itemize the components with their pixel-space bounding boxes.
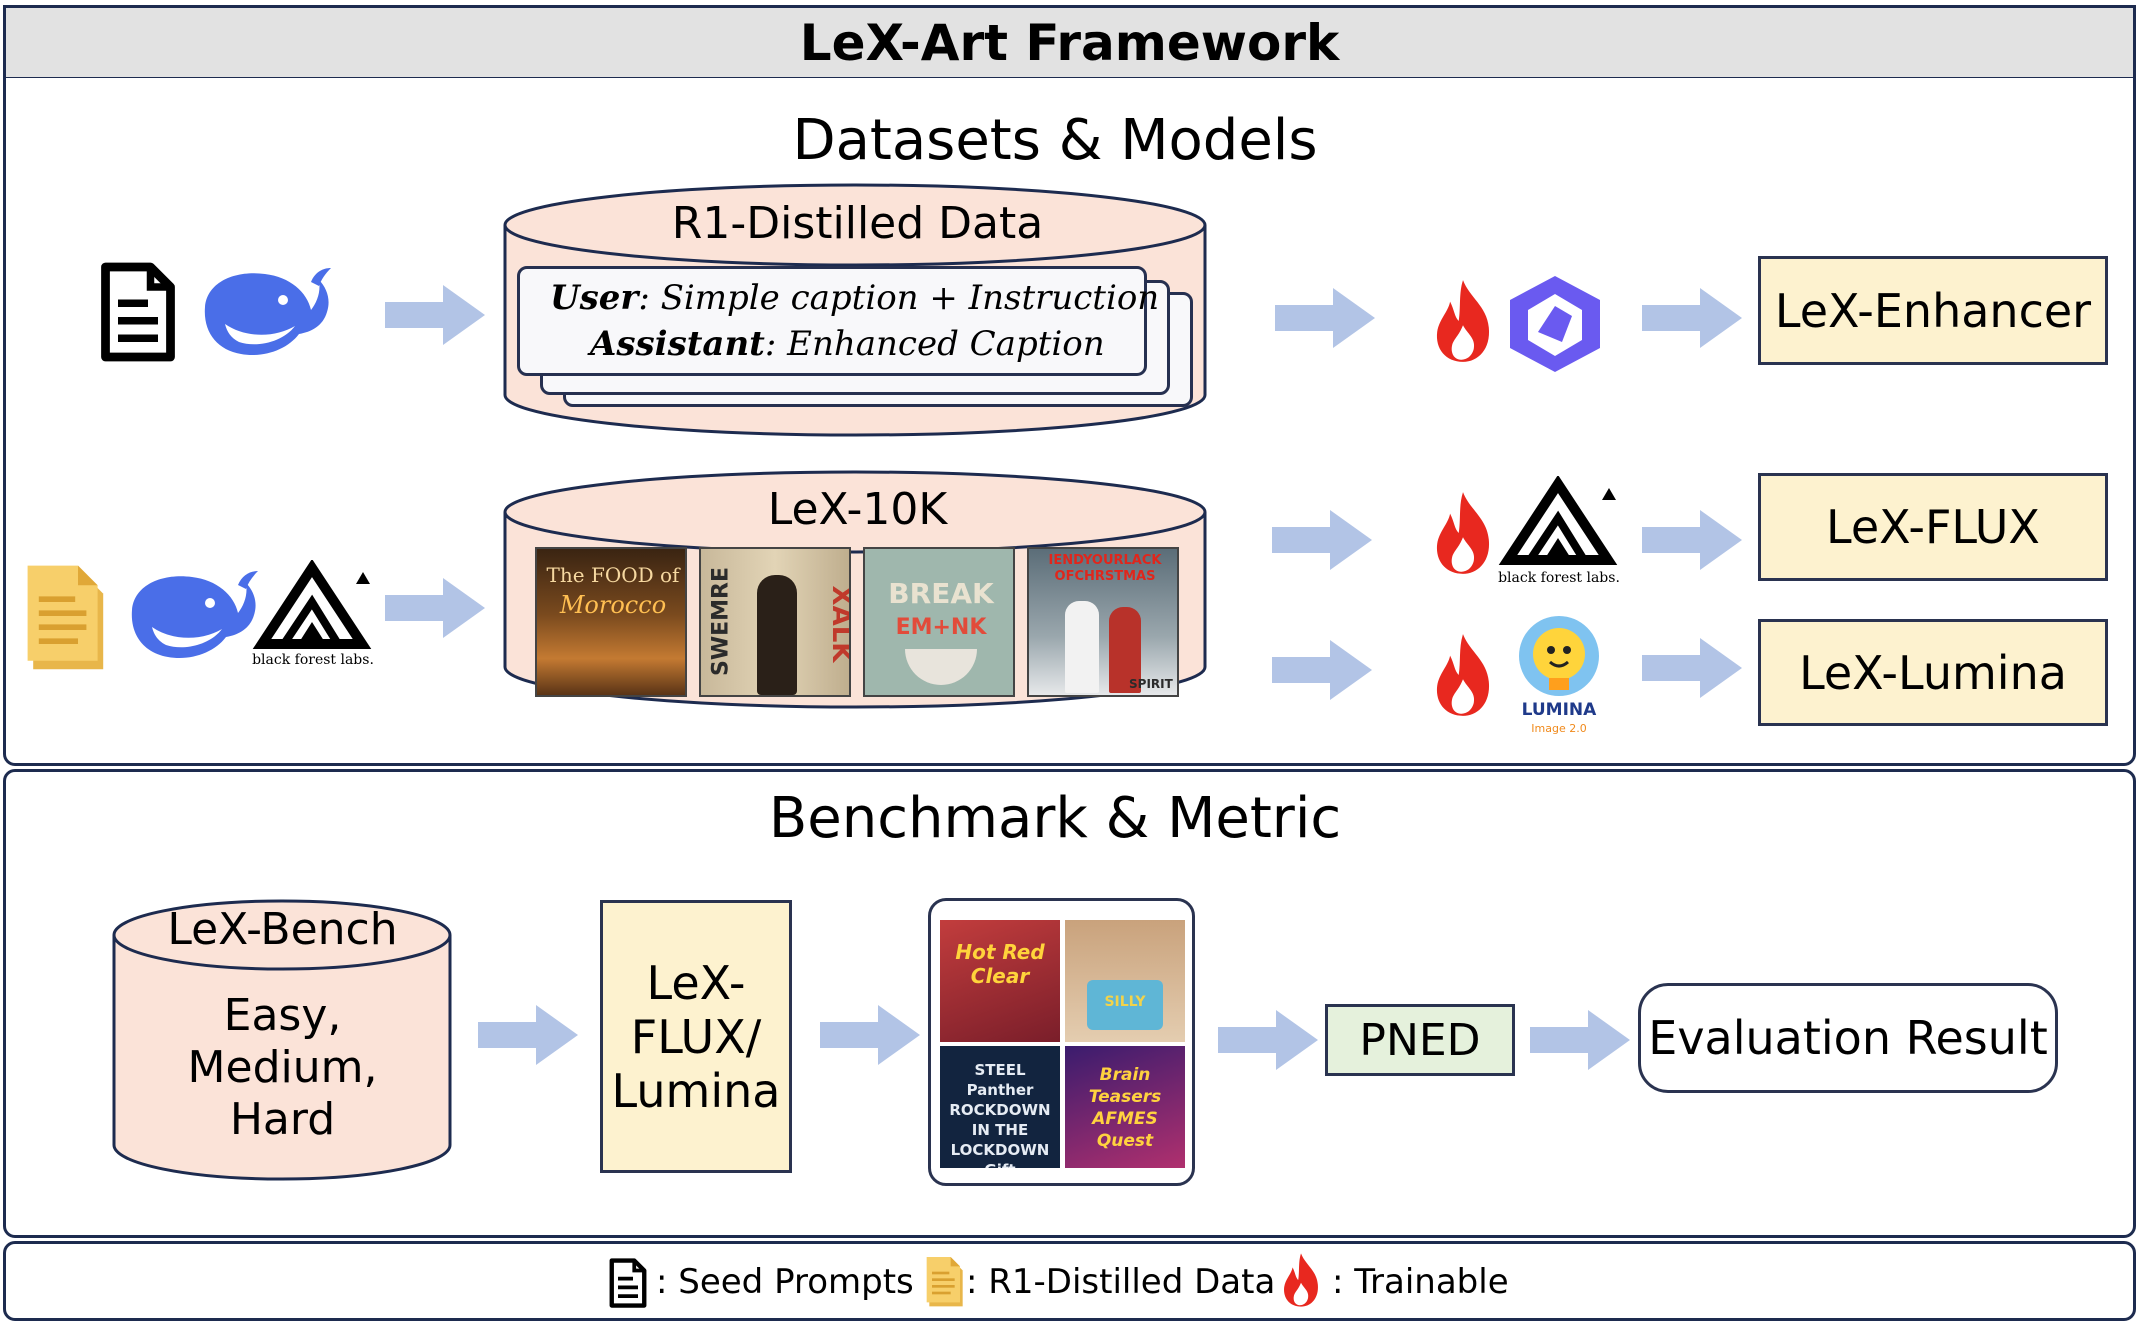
lex-bench-label: LeX-Bench [167, 904, 398, 955]
generated-image: Brain Teasers AFMES Quest [1065, 1046, 1185, 1168]
difficulty-medium: Medium, [187, 1042, 378, 1093]
lex-flux-box: LeX-FLUX [1758, 473, 2108, 581]
lex-10k-label: LeX-10K [767, 484, 948, 535]
bfl-logo-text: black forest labs. [1498, 570, 1620, 586]
lumina-logo-icon [1519, 616, 1599, 696]
arrow-icon [1218, 1010, 1318, 1070]
lex10k-thumbnail: The FOOD of Morocco [535, 547, 687, 697]
lex10k-thumbnail: BREAK EM+NK [863, 547, 1015, 697]
trainable-flame-icon [1428, 490, 1498, 576]
model-line-1: LeX- [646, 955, 746, 1010]
trainable-flame-icon [1428, 632, 1498, 718]
arrow-icon [385, 578, 485, 638]
thumb-text-top: BREAK [888, 577, 994, 610]
thumb-text-top: The FOOD of [546, 563, 680, 587]
thumb-text-top: IENDYOURLACK [1048, 553, 1162, 568]
black-forest-labs-logo-icon [1498, 476, 1618, 566]
r1-distilled-data-icon [924, 1254, 964, 1308]
arrow-icon [385, 285, 485, 345]
lex-bench-cylinder [112, 899, 452, 1181]
thumb-text-main: EM+NK [895, 615, 987, 640]
model-line-3: Lumina [611, 1063, 781, 1118]
legend-seed-prompts: : Seed Prompts [656, 1262, 914, 1302]
figure-shape [757, 575, 797, 695]
arrow-icon [1272, 510, 1372, 570]
lumina-logo-text: LUMINA [1521, 700, 1597, 720]
generated-image-text: Brain Teasers AFMES Quest [1088, 1065, 1162, 1151]
thumb-text-main: XALK [826, 585, 851, 663]
user-text: : Simple caption + Instruction [638, 278, 1160, 318]
arrow-icon [1272, 640, 1372, 700]
caption-card [517, 266, 1147, 376]
benchmark-metric-title: Benchmark & Metric [768, 786, 1342, 851]
caption-user-line: User: Simple caption + Instruction [550, 278, 1159, 318]
qwen-logo-icon [1510, 276, 1600, 372]
black-forest-labs-logo-icon [252, 560, 372, 650]
thumb-text-top: SWEMRE [708, 567, 734, 677]
generated-image: Hot Red Clear [940, 920, 1060, 1042]
lumina-logo-subtext: Image 2.0 [1531, 722, 1587, 735]
thumb-text-main: Morocco [559, 591, 667, 619]
figure-shape [1109, 607, 1141, 693]
model-line-2: FLUX/ [630, 1009, 762, 1064]
generated-image: STEEL Panther ROCKDOWN IN THE LOCKDOWN G… [940, 1046, 1060, 1168]
generated-image-text: SILLY [1104, 994, 1146, 1010]
generated-image: SILLY [1065, 920, 1185, 1042]
framework-title: LeX-Art Framework [3, 5, 2136, 80]
caption-assistant-line: Assistant: Enhanced Caption [590, 324, 1105, 364]
seed-prompt-icon [92, 262, 184, 362]
figure-shape [1065, 601, 1099, 693]
assistant-text: : Enhanced Caption [764, 324, 1105, 364]
arrow-icon [1642, 288, 1742, 348]
legend-r1-distilled-data: : R1-Distilled Data [966, 1262, 1276, 1302]
generated-image-text: Hot Red Clear [955, 940, 1045, 988]
seed-prompt-icon [608, 1258, 648, 1308]
lex-enhancer-box: LeX-Enhancer [1758, 256, 2108, 365]
thumb-text-main: OFCHRSTMAS [1054, 569, 1156, 584]
pned-metric-box: PNED [1325, 1004, 1515, 1076]
generated-image-text: STEEL Panther ROCKDOWN IN THE LOCKDOWN G… [949, 1061, 1051, 1168]
arrow-icon [1642, 510, 1742, 570]
arrow-icon [1530, 1010, 1630, 1070]
legend-panel [3, 1241, 2136, 1321]
arrow-icon [478, 1005, 578, 1065]
trainable-flame-icon [1278, 1252, 1324, 1308]
lex-lumina-box: LeX-Lumina [1758, 619, 2108, 726]
difficulty-hard: Hard [229, 1094, 336, 1145]
user-role: User [550, 278, 639, 318]
datasets-models-title: Datasets & Models [792, 108, 1318, 173]
evaluation-result-box: Evaluation Result [1638, 983, 2058, 1093]
plate-shape [905, 649, 977, 685]
arrow-icon [1275, 288, 1375, 348]
trainable-flame-icon [1428, 278, 1498, 364]
lex-model-box: LeX- FLUX/ Lumina [600, 900, 792, 1173]
deepseek-whale-icon [195, 262, 335, 362]
bfl-logo-text: black forest labs. [252, 652, 374, 668]
arrow-icon [1642, 638, 1742, 698]
cake-shape [1087, 980, 1163, 1030]
arrow-icon [820, 1005, 920, 1065]
lex10k-thumbnail: IENDYOURLACK OFCHRSTMAS SPIRIT [1027, 547, 1179, 697]
lex10k-thumbnail: SWEMRE XALK [699, 547, 851, 697]
assistant-role: Assistant [590, 324, 765, 364]
thumb-text-extra: SPIRIT [1129, 677, 1173, 691]
r1-distilled-label: R1-Distilled Data [671, 198, 1044, 249]
r1-distilled-data-icon [18, 560, 110, 672]
deepseek-whale-icon [122, 565, 262, 665]
legend-trainable: : Trainable [1332, 1262, 1509, 1302]
difficulty-easy: Easy, [223, 990, 342, 1041]
